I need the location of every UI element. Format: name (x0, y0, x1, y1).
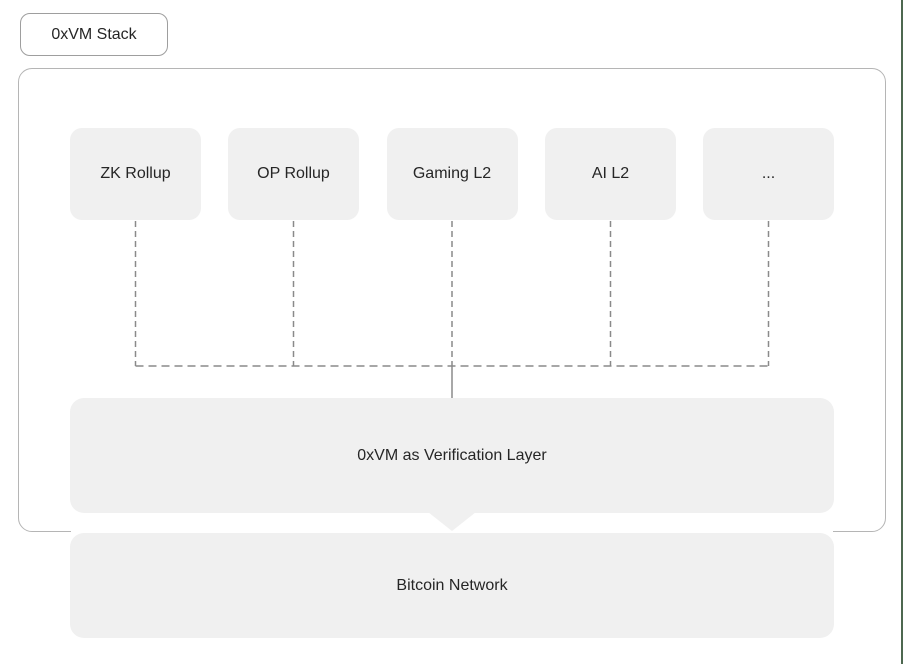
right-edge-accent-line (901, 0, 903, 664)
verification-layer-box: 0xVM as Verification Layer (70, 398, 834, 513)
verification-tail-arrow (428, 512, 476, 531)
l2-box-zk-rollup: ZK Rollup (70, 128, 201, 220)
l2-box-label: ... (761, 165, 776, 182)
l2-box-label: Gaming L2 (412, 165, 492, 182)
bitcoin-network-label: Bitcoin Network (396, 576, 508, 594)
l2-box-ai-l2: AI L2 (545, 128, 676, 220)
l2-box-gaming-l2: Gaming L2 (386, 128, 518, 220)
stack-title-badge: 0xVM Stack (20, 13, 168, 56)
l2-box-label: ZK Rollup (100, 165, 171, 182)
l2-box-op-rollup: OP Rollup (228, 128, 359, 220)
l2-box-ellipsis: ... (703, 128, 834, 220)
bitcoin-network-box: Bitcoin Network (70, 533, 834, 638)
stack-title-label: 0xVM Stack (51, 25, 137, 43)
l2-box-label: AI L2 (591, 165, 630, 182)
l2-box-label: OP Rollup (257, 165, 330, 182)
verification-layer-label: 0xVM as Verification Layer (357, 446, 547, 464)
